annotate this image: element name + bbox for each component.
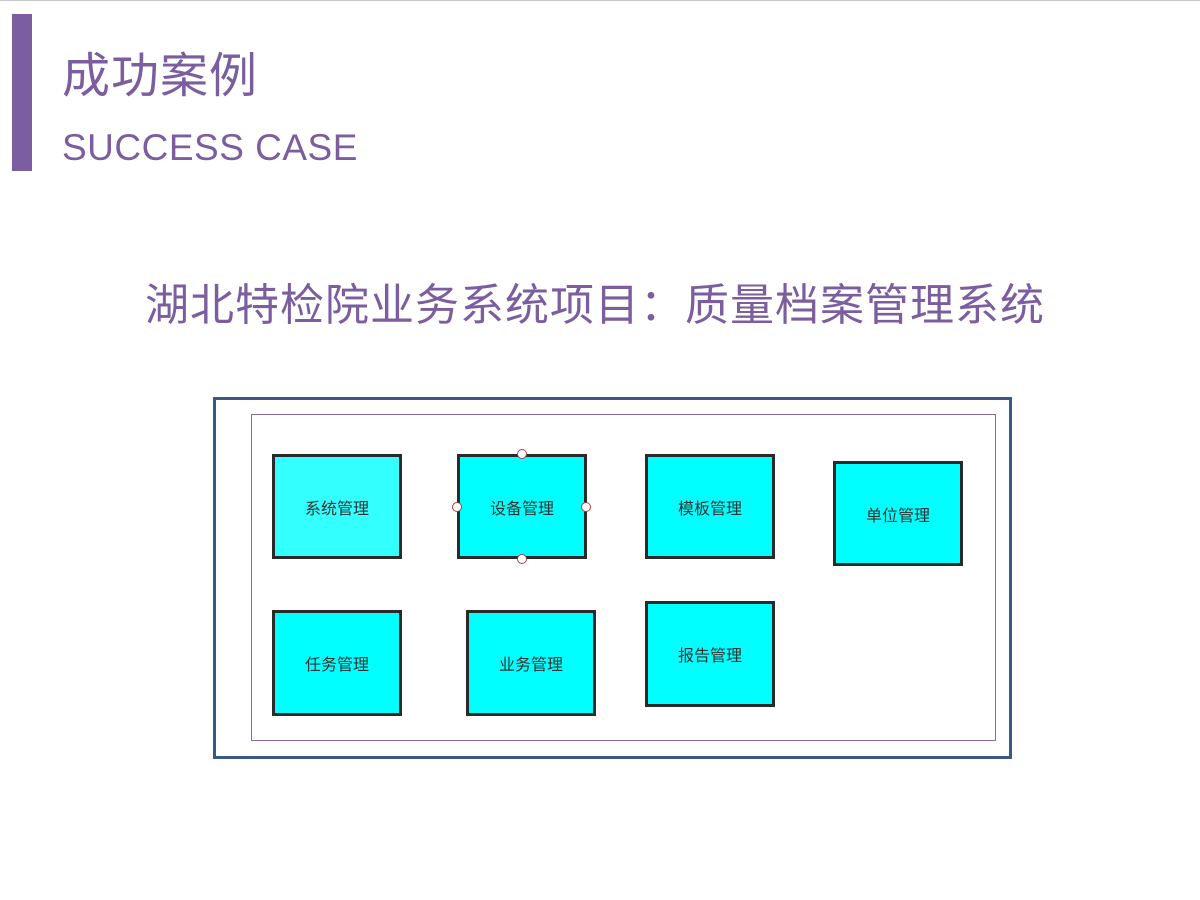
module-diagram-inner-frame: [251, 414, 996, 741]
module-label: 设备管理: [489, 498, 554, 518]
selection-handle-bottom[interactable]: [517, 554, 527, 564]
module-label: 单位管理: [865, 505, 930, 525]
module-unit-management[interactable]: 单位管理: [833, 461, 963, 566]
title-accent-bar: [12, 14, 32, 171]
module-system-management[interactable]: 系统管理: [272, 454, 402, 559]
page-title-english: SUCCESS CASE: [62, 127, 358, 168]
module-task-management[interactable]: 任务管理: [272, 610, 402, 716]
module-label: 系统管理: [304, 498, 369, 518]
selection-handle-top[interactable]: [517, 449, 527, 459]
module-label: 模板管理: [677, 498, 742, 518]
module-label: 任务管理: [304, 655, 369, 674]
page-title: 成功案例: [62, 48, 259, 104]
module-label: 业务管理: [498, 655, 563, 674]
selection-handle-left[interactable]: [452, 502, 462, 512]
module-template-management[interactable]: 模板管理: [645, 454, 775, 559]
module-report-management[interactable]: 报告管理: [645, 601, 775, 707]
top-divider: [0, 0, 1200, 1]
project-subtitle: 湖北特检院业务系统项目：质量档案管理系统: [145, 280, 1045, 331]
module-label: 报告管理: [677, 646, 742, 665]
module-device-management[interactable]: 设备管理: [457, 454, 587, 559]
module-business-management[interactable]: 业务管理: [466, 610, 596, 716]
selection-handle-right[interactable]: [581, 502, 591, 512]
